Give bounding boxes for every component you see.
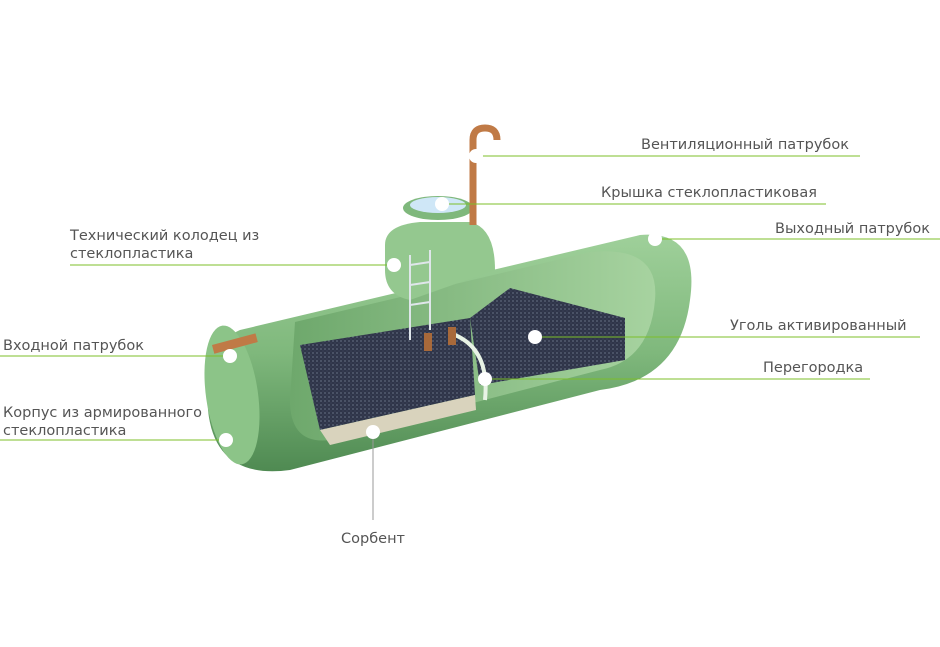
label-sorbent: Сорбент — [341, 531, 405, 547]
label-vent-pipe: Вентиляционный патрубок — [641, 137, 849, 153]
leader-lines — [0, 155, 940, 520]
vent-pipe — [469, 124, 501, 225]
tank-end-cap — [204, 325, 260, 465]
label-outlet-pipe: Выходный патрубок — [775, 221, 931, 237]
sorbent-layer — [320, 395, 476, 445]
ladder — [409, 250, 431, 340]
label-inlet-pipe: Входной патрубок — [3, 338, 144, 354]
marker-dots — [219, 149, 662, 447]
inlet-pipe — [212, 333, 258, 354]
label-body: Корпус из армированного стеклопластика — [3, 405, 203, 439]
label-tech-well: Технический колодец из стеклопластика — [70, 228, 260, 262]
tech-well — [385, 222, 495, 300]
partition — [454, 333, 488, 401]
label-activated-carbon: Уголь активированный — [730, 318, 907, 334]
label-lid: Крышка стеклопластиковая — [601, 185, 817, 201]
label-partition: Перегородка — [763, 360, 864, 376]
